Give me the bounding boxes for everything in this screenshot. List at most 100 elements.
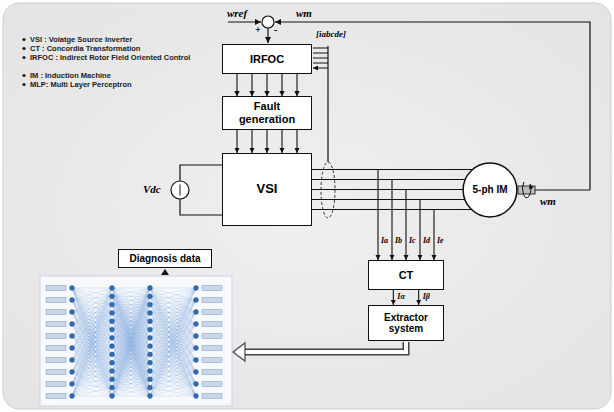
mlp-picture — [40, 276, 232, 406]
sign-mark: + — [255, 24, 261, 35]
mlp-neuron — [70, 310, 75, 315]
diagnosis-arrow — [161, 269, 169, 275]
speed-feedback-wire — [275, 22, 590, 190]
mlp-input-tag — [46, 346, 66, 351]
signal-wire — [236, 130, 237, 153]
signal-wire — [393, 290, 394, 305]
mlp-neuron — [110, 369, 115, 374]
error-wire — [267, 28, 268, 43]
process-box: Diagnosis data — [118, 249, 212, 269]
mlp-neuron — [70, 346, 75, 351]
mlp-input-tag — [46, 322, 66, 327]
signal-wire — [251, 130, 252, 153]
process-box: CT — [368, 260, 444, 290]
mlp-neuron — [110, 352, 115, 357]
node-text: VSI — [257, 182, 278, 197]
mlp-neuron — [110, 360, 115, 365]
mlp-neuron — [110, 385, 115, 390]
mlp-neuron — [194, 394, 199, 399]
mlp-neuron — [70, 298, 75, 303]
mlp-neuron — [194, 346, 199, 351]
bullet-dot — [22, 47, 25, 50]
mlp-input-tag — [46, 370, 66, 375]
signal-wire — [251, 74, 252, 96]
mlp-neuron — [110, 319, 115, 324]
signal-wire — [312, 200, 420, 261]
signal-wire — [296, 74, 297, 96]
mlp-input-tag — [46, 382, 66, 387]
signal-wire — [236, 74, 237, 96]
mlp-neuron — [194, 370, 199, 375]
mlp-neuron — [110, 344, 115, 349]
mlp-neuron — [194, 382, 199, 387]
mlp-neuron — [110, 302, 115, 307]
mlp-output-tag — [202, 298, 222, 303]
mlp-neuron — [148, 311, 153, 316]
mlp-output-tag — [202, 394, 222, 399]
reference-wire — [228, 21, 261, 22]
signal-name: Vdc — [143, 183, 161, 195]
mlp-neuron — [70, 358, 75, 363]
machine-shaft — [518, 186, 535, 194]
feature-transfer-arrow — [244, 342, 406, 352]
mlp-neuron — [70, 394, 75, 399]
machine-circle: 5-ph IM — [462, 162, 518, 218]
node-text: IRFOC — [250, 53, 284, 66]
signal-wire — [312, 190, 406, 261]
mlp-weights — [72, 288, 196, 396]
node-text: CT — [399, 269, 414, 282]
mlp-input-tag — [46, 298, 66, 303]
signal-wire — [296, 130, 297, 153]
sign-mark: - — [274, 24, 277, 35]
mlp-neuron — [110, 286, 115, 291]
abbreviation-note: IM : Induction Machine — [30, 71, 208, 80]
node-text: Fault generation — [226, 100, 308, 125]
current-name: Iα — [396, 293, 406, 302]
mlp-input-tag — [46, 286, 66, 291]
mlp-neuron — [148, 344, 153, 349]
process-box: VSI — [222, 153, 312, 226]
mlp-neuron — [148, 294, 153, 299]
signal-name: wref — [227, 7, 247, 19]
mlp-input-tag — [46, 334, 66, 339]
mlp-output-tag — [202, 358, 222, 363]
mlp-neuron — [148, 286, 153, 291]
mlp-neuron — [148, 377, 153, 382]
mlp-neuron — [110, 327, 115, 332]
signal-wire — [281, 74, 282, 96]
mlp-neuron — [148, 352, 153, 357]
mlp-neuron — [194, 286, 199, 291]
current-input-arrows — [313, 48, 328, 68]
signal-wire — [266, 74, 267, 96]
dc-source-symbol — [171, 181, 189, 199]
mlp-input-tag — [46, 358, 66, 363]
node-text: 5-ph IM — [473, 184, 508, 196]
summing-junction — [262, 16, 274, 28]
mlp-output-tag — [202, 286, 222, 291]
feature-transfer-arrowhead — [233, 343, 245, 361]
process-box: IRFOC — [222, 44, 312, 74]
bullet-dot — [22, 83, 25, 86]
rotation-symbol — [523, 182, 531, 198]
current-name: Ic — [408, 237, 417, 246]
bullet-dot — [22, 38, 25, 41]
mlp-output-tag — [202, 334, 222, 339]
mlp-neuron — [148, 319, 153, 324]
signal-name: wm — [296, 7, 312, 19]
mlp-neuron — [148, 385, 153, 390]
signal-name: [iabcde] — [316, 30, 346, 40]
signal-wire — [312, 170, 378, 261]
process-box: Extractor system — [368, 305, 444, 341]
speed-sensor-wire — [535, 189, 590, 190]
mlp-neuron — [110, 377, 115, 382]
mlp-output-tag — [202, 346, 222, 351]
mlp-output-tag — [202, 370, 222, 375]
process-box: Fault generation — [222, 96, 312, 129]
signal-wire — [418, 290, 419, 305]
current-name: Ie — [436, 237, 445, 246]
bullet-dot — [22, 74, 25, 77]
signal-wire — [266, 130, 267, 153]
signal-wire — [312, 180, 392, 261]
panel-ground — [3, 3, 611, 409]
mlp-neuron — [110, 394, 115, 399]
